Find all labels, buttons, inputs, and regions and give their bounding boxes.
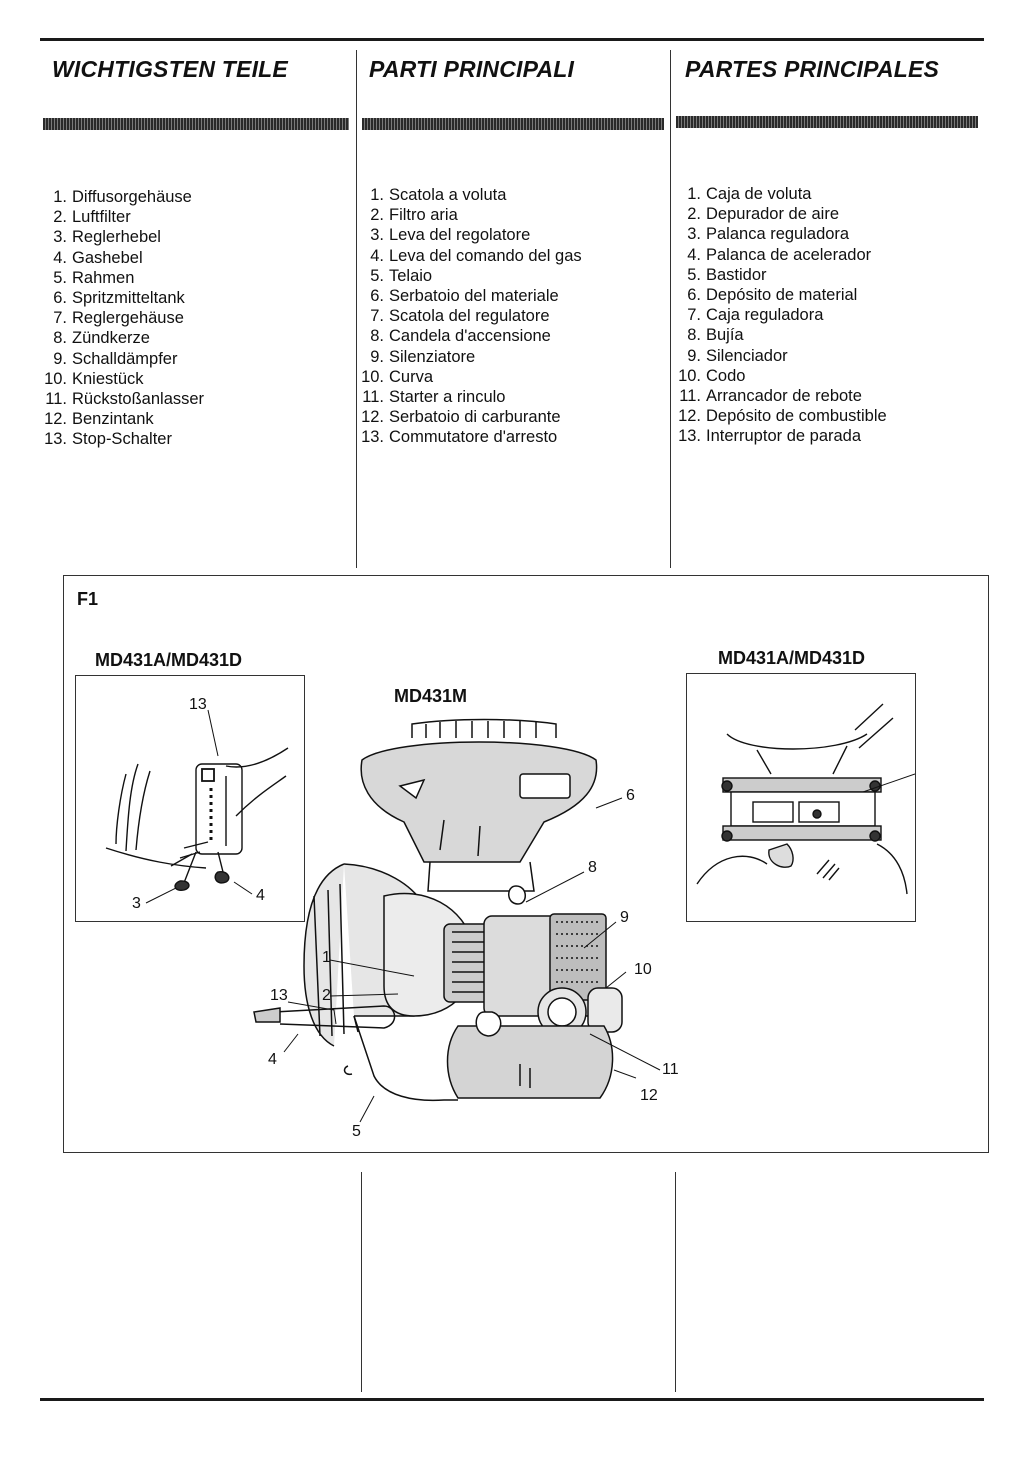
list-item: 11.Starter a rinculo (362, 388, 506, 407)
callout-8: 8 (588, 859, 597, 876)
list-item: 12.Depósito de combustible (678, 407, 887, 426)
list-item: 1.Caja de voluta (687, 185, 812, 203)
center-model-label: MD431M (394, 686, 468, 706)
column-divider (361, 1172, 362, 1392)
list-item: 2.Luftfilter (53, 208, 131, 227)
callout-4: 4 (268, 1051, 277, 1068)
callout-9: 9 (620, 909, 629, 926)
list-item: 11.Rückstoßanlasser (45, 390, 205, 409)
left-inset-levers: 13 3 4 (75, 675, 305, 922)
right-model-label: MD431A/MD431D (718, 648, 866, 668)
lever-illustration: 13 3 4 (105, 696, 289, 912)
callout-6: 6 (626, 787, 635, 804)
list-item: 9.Silenciador (687, 346, 788, 365)
list-item: 6.Serbatoio del materiale (370, 287, 559, 306)
list-item: 4.Gashebel (53, 248, 143, 267)
column-title-spanish: PARTES PRINCIPALES (685, 56, 940, 82)
column-divider (356, 50, 357, 568)
list-item: 4.Leva del comando del gas (370, 246, 582, 265)
list-item: 8.Zündkerze (53, 329, 150, 348)
title-hatch-bar (676, 116, 978, 128)
list-item: 7.Reglergehäuse (53, 309, 184, 328)
callout-1: 1 (322, 949, 331, 966)
callout-10: 10 (634, 961, 652, 978)
column-divider (670, 50, 671, 568)
list-item: 9.Silenziatore (370, 347, 476, 366)
list-item: 7.Scatola del regulatore (370, 307, 550, 326)
list-item: 1.Diffusorgehäuse (53, 188, 192, 206)
title-hatch-bar (43, 118, 349, 130)
list-item: 3.Reglerhebel (53, 228, 161, 247)
callout-4: 4 (256, 887, 265, 904)
list-item: 5.Telaio (370, 266, 433, 285)
callout-2: 2 (322, 987, 331, 1004)
figure-label: F1 (77, 589, 99, 609)
list-item: 13.Stop-Schalter (44, 430, 172, 449)
list-item: 5.Bastidor (687, 265, 767, 284)
list-item: 2.Depurador de aire (687, 205, 839, 224)
parts-list-italian: 1.Scatola a voluta 2.Filtro aria 3.Leva … (357, 185, 582, 448)
list-item: 7.Caja reguladora (687, 306, 824, 325)
list-item: 10.Curva (361, 367, 434, 386)
callout-5: 5 (352, 1123, 361, 1136)
column-title-italian: PARTI PRINCIPALI (369, 56, 575, 82)
bottom-rule (40, 1398, 984, 1401)
list-item: 5.Rahmen (53, 268, 135, 287)
list-item: 8.Candela d'accensione (370, 327, 551, 346)
callout-13: 13 (270, 987, 288, 1004)
parts-list-spanish: 1.Caja de voluta 2.Depurador de aire 3.P… (674, 184, 887, 447)
list-item: 10.Codo (678, 366, 746, 385)
callout-3: 3 (132, 895, 141, 912)
callout-11: 11 (662, 1061, 679, 1078)
list-item: 12.Serbatoio di carburante (361, 408, 561, 427)
list-item: 6.Spritzmitteltank (53, 289, 185, 308)
parts-list-german: 1.Diffusorgehäuse 2.Luftfilter 3.Reglerh… (40, 187, 204, 450)
right-inset-regulator: 7 (686, 673, 916, 922)
top-rule (40, 38, 984, 41)
callout-12: 12 (640, 1087, 658, 1104)
list-item: 13.Interruptor de parada (678, 427, 862, 446)
column-divider (675, 1172, 676, 1392)
list-item: 1.Scatola a voluta (370, 186, 507, 204)
title-hatch-bar (362, 118, 664, 130)
figure-f1: F1 MD431A/MD431D MD431M MD431A/MD431D (63, 575, 989, 1153)
list-item: 6.Depósito de material (687, 286, 858, 305)
list-item: 3.Leva del regolatore (370, 226, 531, 245)
callout-13: 13 (189, 696, 207, 713)
sprayer-illustration: 6 8 9 10 11 12 1 2 13 4 5 (253, 718, 679, 1136)
list-item: 10.Kniestück (44, 369, 144, 388)
regulator-illustration: 7 (696, 703, 915, 895)
column-title-german: WICHTIGSTEN TEILE (52, 56, 288, 82)
list-item: 3.Palanca reguladora (687, 225, 850, 244)
list-item: 9.Schalldämpfer (53, 349, 178, 368)
list-item: 2.Filtro aria (370, 206, 458, 225)
list-item: 13.Commutatore d'arresto (361, 428, 558, 447)
left-model-label: MD431A/MD431D (95, 650, 243, 670)
list-item: 4.Palanca de acelerador (687, 245, 872, 264)
list-item: 8.Bujía (687, 326, 744, 345)
list-item: 11.Arrancador de rebote (679, 387, 862, 406)
list-item: 12.Benzintank (44, 410, 154, 429)
